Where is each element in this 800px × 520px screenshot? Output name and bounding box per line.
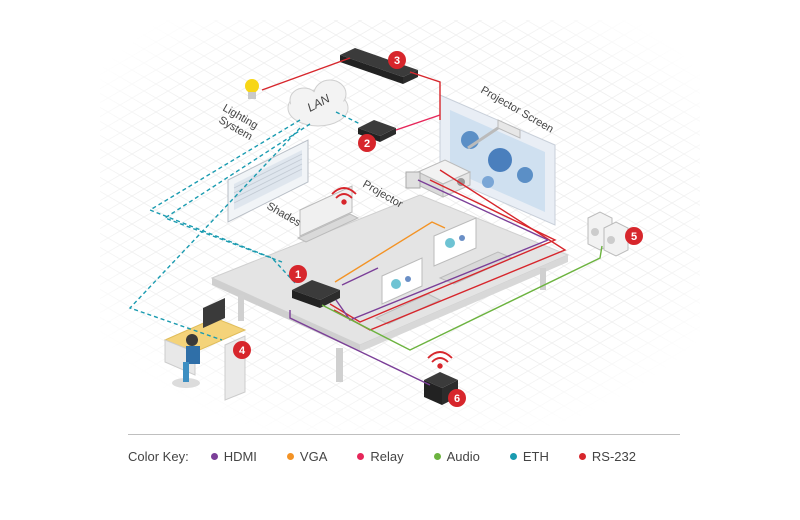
key-item-audio: Audio — [433, 448, 480, 464]
key-item-eth: ETH — [509, 448, 549, 464]
key-label: HDMI — [223, 448, 257, 464]
badge-6: 6 — [448, 389, 466, 407]
key-item-rs232: RS-232 — [578, 448, 636, 464]
projector-screen — [439, 94, 556, 226]
vga-dot-icon — [286, 452, 294, 460]
lightbulb-icon — [245, 79, 259, 99]
workstation-desk — [163, 298, 247, 401]
device-1-switcher — [292, 280, 340, 308]
key-label: ETH — [522, 448, 549, 464]
svg-text:2: 2 — [364, 138, 370, 150]
svg-text:5: 5 — [631, 231, 637, 243]
key-item-vga: VGA — [286, 448, 328, 464]
svg-text:6: 6 — [454, 393, 460, 405]
laptop-left — [374, 257, 442, 325]
badge-1: 1 — [289, 265, 307, 283]
key-item-hdmi: HDMI — [210, 448, 257, 464]
hdmi-dot-icon — [210, 452, 218, 460]
color-key-title: Color Key: — [128, 448, 189, 464]
cables — [128, 57, 603, 386]
key-item-relay: Relay — [357, 448, 404, 464]
wifi-icon-projector — [331, 187, 357, 205]
legend-divider — [128, 434, 680, 435]
badge-2: 2 — [358, 134, 376, 152]
relay-dot-icon — [357, 452, 365, 460]
svg-text:4: 4 — [239, 345, 246, 357]
svg-text:3: 3 — [394, 55, 400, 67]
audio-dot-icon — [433, 452, 441, 460]
key-label: VGA — [299, 448, 328, 464]
badge-5: 5 — [625, 227, 643, 245]
key-label: Audio — [446, 448, 480, 464]
eth-dot-icon — [509, 452, 517, 460]
wifi-icon-device-6 — [427, 351, 453, 369]
lan-cloud — [287, 79, 349, 127]
speakers — [587, 211, 629, 257]
key-label: RS-232 — [591, 448, 636, 464]
badge-3: 3 — [388, 51, 406, 69]
rs232-dot-icon — [578, 452, 586, 460]
badge-4: 4 — [233, 341, 251, 359]
svg-text:1: 1 — [295, 269, 301, 281]
key-label: Relay — [370, 448, 404, 464]
shades-window — [227, 139, 309, 223]
color-key: Color Key: HDMI VGA Relay Audio ETH RS-2… — [128, 446, 680, 466]
laptop-back — [296, 185, 360, 243]
